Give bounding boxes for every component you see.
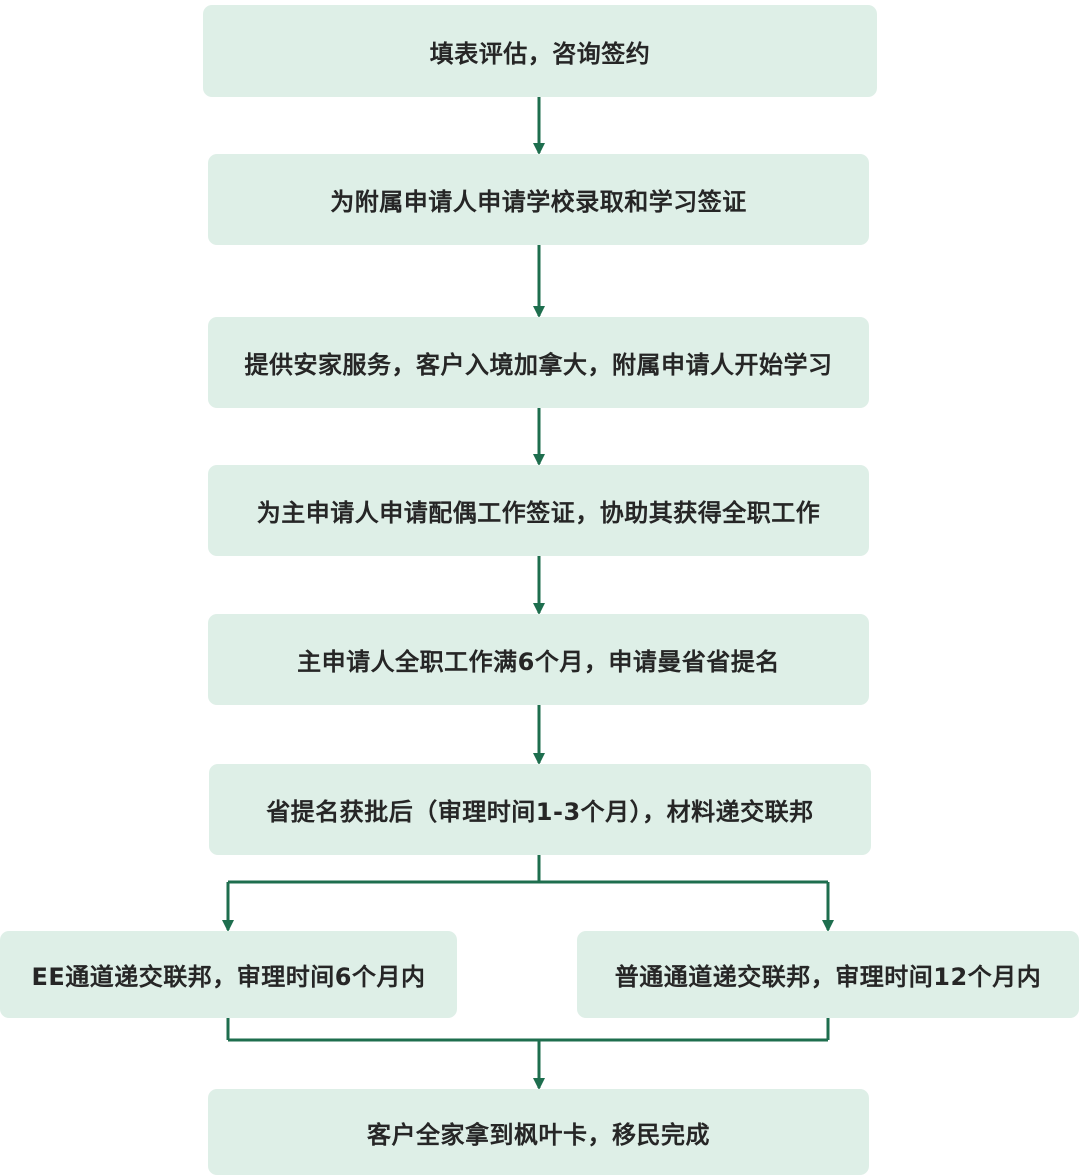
step-1-label: 填表评估，咨询签约 — [429, 39, 651, 68]
step-4-label: 为主申请人申请配偶工作签证，协助其获得全职工作 — [256, 499, 821, 527]
branch-right-box: 普通通道递交联邦，审理时间12个月内 — [577, 931, 1079, 1018]
step-1-box: 填表评估，咨询签约 — [203, 5, 877, 97]
step-2-label: 为附属申请人申请学校录取和学习签证 — [330, 188, 747, 216]
step-3-box: 提供安家服务，客户入境加拿大，附属申请人开始学习 — [208, 317, 869, 408]
branch-right-label: 普通通道递交联邦，审理时间12个月内 — [614, 963, 1042, 991]
final-step-label: 客户全家拿到枫叶卡，移民完成 — [367, 1120, 710, 1149]
branch-left-box: EE通道递交联邦，审理时间6个月内 — [0, 931, 457, 1018]
branch-left-label: EE通道递交联邦，审理时间6个月内 — [31, 963, 426, 991]
final-step-box: 客户全家拿到枫叶卡，移民完成 — [208, 1089, 869, 1175]
step-6-label: 省提名获批后（审理时间1-3个月），材料递交联邦 — [266, 798, 814, 826]
step-5-label: 主申请人全职工作满6个月，申请曼省省提名 — [297, 648, 780, 676]
step-3-label: 提供安家服务，客户入境加拿大，附属申请人开始学习 — [244, 351, 833, 379]
step-4-box: 为主申请人申请配偶工作签证，协助其获得全职工作 — [208, 465, 869, 556]
step-2-box: 为附属申请人申请学校录取和学习签证 — [208, 154, 869, 245]
step-6-box: 省提名获批后（审理时间1-3个月），材料递交联邦 — [209, 764, 871, 855]
step-5-box: 主申请人全职工作满6个月，申请曼省省提名 — [208, 614, 869, 705]
